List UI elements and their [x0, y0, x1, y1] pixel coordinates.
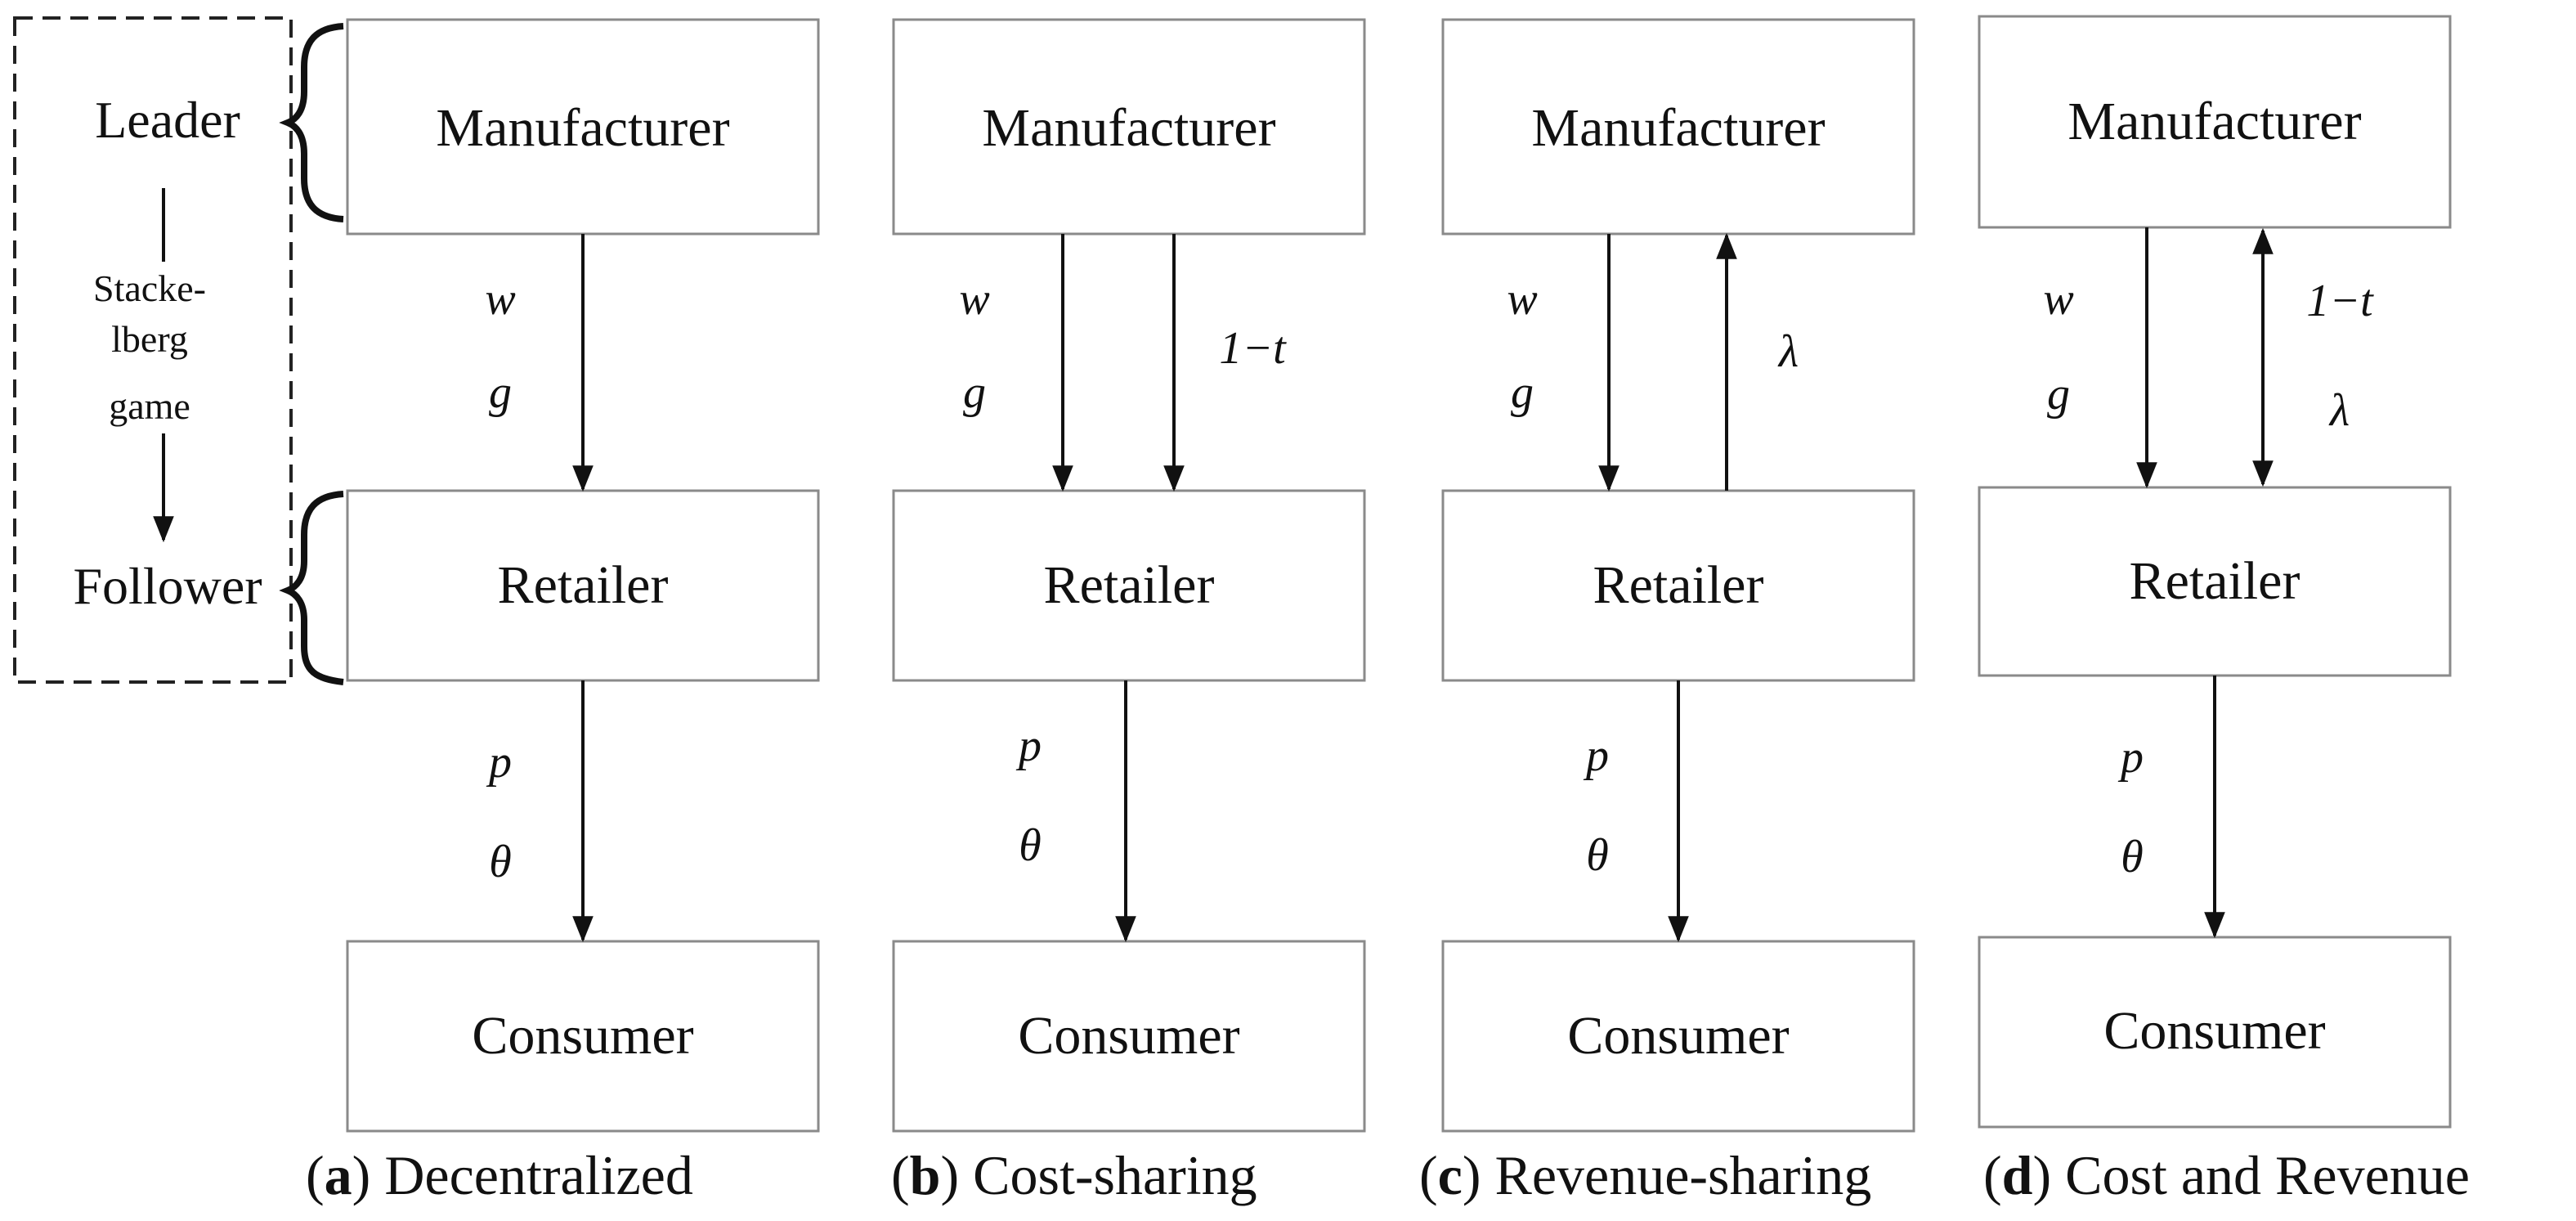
panel-d-retailer-label: Retailer: [2130, 551, 2300, 611]
panel-b-manufacturer-box: [892, 18, 1366, 236]
panel-c-var-g: g: [1511, 367, 1534, 418]
panel-c-retailer-label: Retailer: [1593, 555, 1764, 615]
game-label-line-2: lberg: [111, 318, 188, 360]
panel-b-var-p: p: [1015, 720, 1042, 771]
caption-a: (a) Decentralized: [306, 1144, 693, 1206]
panel-d-var-p: p: [2117, 732, 2144, 783]
panel-d-retailer-box: [1978, 486, 2452, 677]
stackelberg-legend: Leader Follower Stacke- lberg game: [13, 16, 344, 685]
panel-c-var-w: w: [1507, 274, 1537, 325]
panel-b-retailer-label: Retailer: [1044, 555, 1215, 615]
panel-b-retailer-box: [892, 489, 1366, 682]
panel-c-var-p: p: [1583, 730, 1609, 781]
panel-b-var-theta: θ: [1019, 820, 1042, 871]
caption-c-text: Revenue-sharing: [1495, 1144, 1872, 1206]
game-label-line-3: game: [109, 385, 190, 427]
panel-c-var-theta: θ: [1586, 830, 1609, 881]
panel-c-retailer-box: [1441, 489, 1915, 682]
panel-d-var-theta: θ: [2121, 832, 2144, 882]
panel-d-var-w: w: [2043, 274, 2073, 325]
panel-d-consumer-label: Consumer: [2103, 1001, 2325, 1061]
caption-d: (d) Cost and Revenue: [1983, 1144, 2470, 1206]
panel-c-manufacturer-box: [1441, 18, 1915, 236]
panel-d-manufacturer-box: [1978, 15, 2452, 229]
panel-a-var-p: p: [486, 737, 512, 788]
panel-c-consumer-label: Consumer: [1567, 1006, 1789, 1066]
panel-a-consumer-box: [346, 940, 820, 1133]
panel-c-revenue-sharing: Manufacturer Retailer Consumer w g λ p θ: [1441, 18, 1915, 1133]
panel-d-manufacturer-label: Manufacturer: [2068, 92, 2361, 151]
caption-c-letter: c: [1438, 1144, 1463, 1206]
panel-a-manufacturer-label: Manufacturer: [436, 98, 729, 158]
caption-c: (c) Revenue-sharing: [1419, 1144, 1871, 1206]
panel-b-var-g: g: [963, 367, 986, 418]
panel-c-consumer-box: [1441, 940, 1915, 1133]
panel-d-var-one-minus-t: 1−t: [2306, 276, 2374, 326]
panel-c-var-lambda: λ: [1777, 326, 1799, 377]
panel-a-retailer-label: Retailer: [498, 555, 669, 615]
panel-b-cost-sharing: Manufacturer Retailer Consumer w g 1−t p…: [892, 18, 1366, 1133]
follower-label: Follower: [73, 557, 262, 615]
caption-b-letter: b: [910, 1144, 941, 1206]
caption-d-letter: d: [2002, 1144, 2033, 1206]
panel-a-var-theta: θ: [489, 837, 512, 887]
game-label-line-1: Stacke-: [93, 267, 206, 309]
panel-d-consumer-box: [1978, 936, 2452, 1129]
panel-d-cost-and-revenue: Manufacturer Retailer Consumer w g 1−t λ…: [1978, 15, 2452, 1129]
caption-d-text: Cost and Revenue: [2065, 1144, 2470, 1206]
panel-b-var-w: w: [959, 274, 989, 325]
leader-brace: [279, 23, 344, 222]
panel-a-decentralized: Manufacturer Retailer Consumer w g p θ: [346, 18, 820, 1133]
caption-b-text: Cost-sharing: [973, 1144, 1257, 1206]
caption-a-letter: a: [325, 1144, 352, 1206]
panel-a-manufacturer-box: [346, 18, 820, 236]
panel-b-consumer-label: Consumer: [1018, 1006, 1239, 1066]
panel-d-var-lambda: λ: [2328, 385, 2350, 436]
leader-label: Leader: [95, 91, 240, 149]
game-label-backdrop: [74, 262, 245, 433]
caption-a-text: Decentralized: [384, 1144, 693, 1206]
follower-brace: [279, 491, 344, 685]
panel-d-var-g: g: [2047, 369, 2070, 420]
panel-b-var-one-minus-t: 1−t: [1219, 323, 1287, 374]
panel-a-var-g: g: [489, 367, 512, 418]
panel-b-consumer-box: [892, 940, 1366, 1133]
panel-a-consumer-label: Consumer: [472, 1006, 693, 1066]
panel-a-var-w: w: [485, 274, 515, 325]
panel-c-manufacturer-label: Manufacturer: [1531, 98, 1825, 158]
caption-b: (b) Cost-sharing: [891, 1144, 1257, 1206]
panel-b-manufacturer-label: Manufacturer: [982, 98, 1275, 158]
